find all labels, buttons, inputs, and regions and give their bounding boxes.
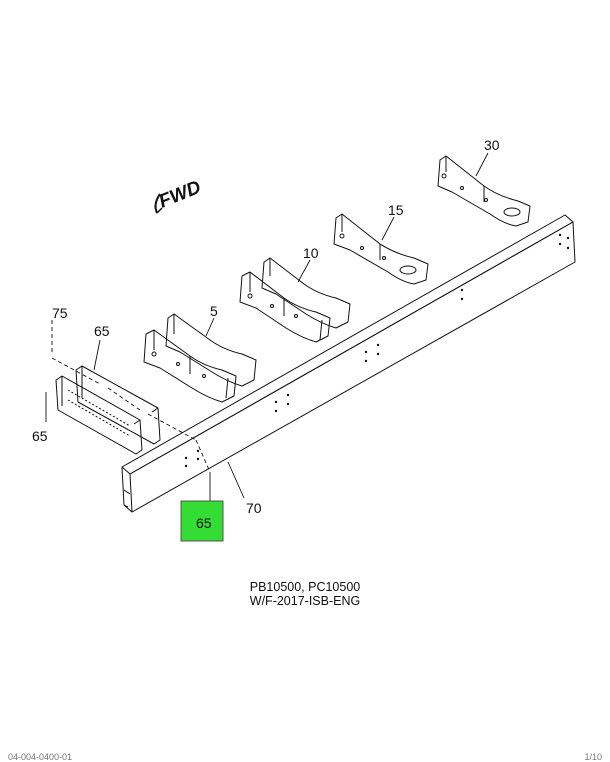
callout-5[interactable]: 5 — [210, 303, 218, 319]
callout-70[interactable]: 70 — [246, 500, 262, 516]
caption-models: PB10500, PC10500 — [249, 580, 361, 594]
callout-10[interactable]: 10 — [303, 245, 319, 261]
footer-doc-id: 04-004-0400-01 — [8, 752, 73, 762]
crossmember-15 — [333, 213, 429, 285]
forward-indicator: FWD — [156, 177, 204, 213]
callout-15[interactable]: 15 — [388, 202, 404, 218]
callout-65-left[interactable]: 65 — [32, 428, 48, 444]
bracket-65-upper — [75, 365, 161, 445]
crossmember-30 — [437, 155, 531, 227]
callout-75[interactable]: 75 — [52, 305, 68, 321]
forward-arrow-icon — [154, 193, 163, 214]
callout-65-upper[interactable]: 65 — [94, 323, 110, 339]
footer-page: 1/10 — [584, 752, 602, 762]
bracket-65-left — [55, 375, 143, 455]
leader-lines — [45, 152, 489, 502]
frame-rail — [121, 214, 576, 513]
caption-config: W/F-2017-ISB-ENG — [249, 594, 361, 608]
highlighted-callout-65-label: 65 — [196, 515, 212, 531]
highlighted-callout-65[interactable]: 65 — [180, 500, 224, 542]
callout-30[interactable]: 30 — [484, 137, 500, 153]
crossmember-10 — [239, 257, 351, 343]
crossmember-5 — [143, 313, 257, 403]
